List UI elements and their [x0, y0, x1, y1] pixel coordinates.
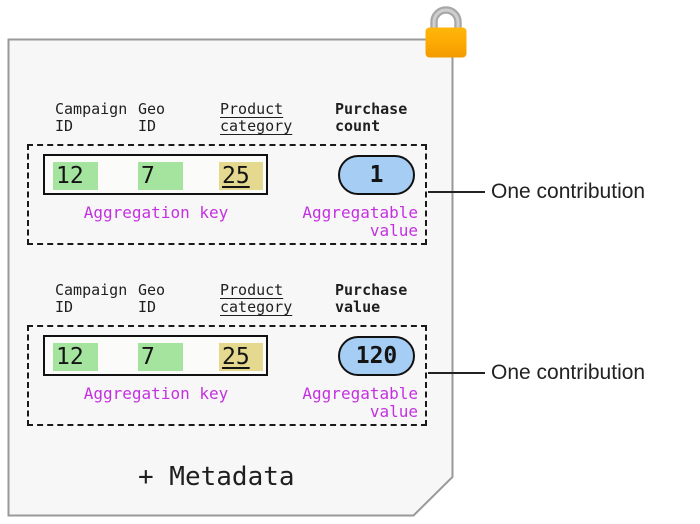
contribution-purchase-count: Campaign ID Geo ID Product category Purc…	[0, 101, 700, 271]
header-line: ID	[55, 298, 74, 316]
key-cell-value: 25	[222, 163, 250, 189]
aggregatable-value-pill: 1	[338, 155, 415, 195]
aggregatable-value: 1	[369, 162, 384, 188]
aggregation-key-label: Aggregation key	[83, 384, 229, 403]
header-line: Purchase	[335, 100, 408, 118]
header-line: Product	[220, 281, 284, 299]
key-cell-campaign-id: 12	[53, 162, 98, 190]
column-header-geo-id: Geo ID	[138, 101, 165, 135]
header-line: category	[220, 298, 293, 316]
aggregatable-value-label: Aggregatable value	[280, 204, 418, 240]
callout-label: One contribution	[491, 361, 646, 384]
header-line: Campaign	[55, 100, 128, 118]
key-cell-value: 25	[222, 344, 250, 370]
key-cell-campaign-id: 12	[53, 343, 98, 371]
aggregation-key-label: Aggregation key	[83, 203, 229, 222]
key-cell-product-category: 25	[219, 162, 263, 190]
callout-line	[428, 191, 485, 193]
label-line: Aggregatable	[302, 203, 418, 222]
metadata-label: + Metadata	[138, 462, 295, 492]
header-line: ID	[55, 117, 74, 135]
contribution-purchase-value: Campaign ID Geo ID Product category Purc…	[0, 282, 700, 452]
column-header-purchase-count: Purchase count	[335, 101, 407, 135]
column-header-product-category: Product category	[220, 101, 292, 135]
header-line: Purchase	[335, 281, 408, 299]
aggregatable-value-label: Aggregatable value	[280, 385, 418, 421]
header-line: Geo	[138, 281, 166, 299]
padlock-icon	[425, 6, 467, 58]
label-line: value	[369, 221, 418, 240]
contribution-dashed-boundary	[27, 325, 427, 426]
header-line: Geo	[138, 100, 166, 118]
header-line: value	[335, 298, 381, 316]
padlock-body	[425, 27, 467, 58]
key-cell-product-category: 25	[219, 343, 263, 371]
label-line: value	[369, 402, 418, 421]
header-line: Campaign	[55, 281, 128, 299]
aggregatable-value: 120	[355, 343, 398, 369]
header-line: ID	[138, 298, 157, 316]
column-header-campaign-id: Campaign ID	[55, 282, 127, 316]
contribution-dashed-boundary	[27, 144, 427, 245]
key-cell-geo-id: 7	[138, 343, 183, 371]
callout-line	[428, 372, 485, 374]
header-line: ID	[138, 117, 157, 135]
column-header-geo-id: Geo ID	[138, 282, 165, 316]
column-header-purchase-value: Purchase value	[335, 282, 407, 316]
header-line: Product	[220, 100, 284, 118]
aggregatable-value-pill: 120	[338, 336, 415, 376]
padlock-shackle-highlight	[432, 8, 460, 33]
label-line: Aggregatable	[302, 384, 418, 403]
header-line: count	[335, 117, 381, 135]
key-cell-geo-id: 7	[138, 162, 183, 190]
callout-label: One contribution	[491, 180, 646, 203]
column-header-campaign-id: Campaign ID	[55, 101, 127, 135]
column-header-product-category: Product category	[220, 282, 292, 316]
header-line: category	[220, 117, 293, 135]
